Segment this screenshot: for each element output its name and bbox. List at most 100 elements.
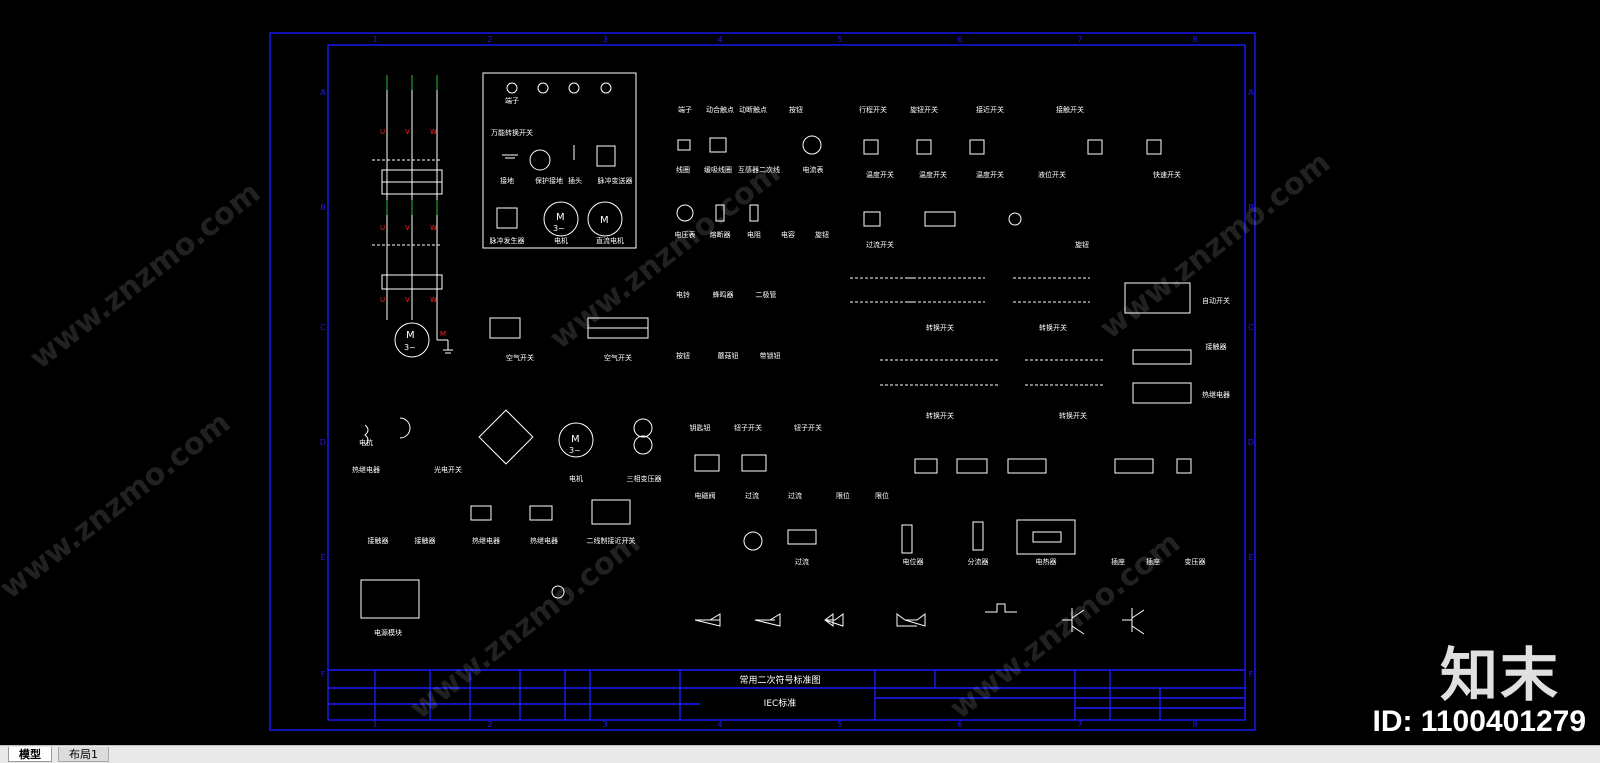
labels-bottom: 电源模块 xyxy=(374,628,402,637)
symbol-label: 电容 xyxy=(781,230,795,239)
frame-col-number: 1 xyxy=(372,35,377,44)
labels-row-9: 过流电位器分流器电热器插座插座变压器 xyxy=(795,557,1206,566)
labels-row-1: 端子动合触点动断触点按钮行程开关旋钮开关接近开关接触开关 xyxy=(678,105,1084,114)
symbol-label: 插座 xyxy=(1146,557,1160,566)
frame-col-number: 3 xyxy=(602,35,607,44)
symbol-label: 液位开关 xyxy=(1038,170,1066,179)
labels-row-7: 电磁阀过流过流限位限位 xyxy=(695,491,890,500)
symbol-label: 电压表 xyxy=(675,230,696,239)
svg-text:U: U xyxy=(380,224,385,232)
layout-tabs-bar: 模型 布局1 xyxy=(0,745,1600,763)
frame-row-letter: B xyxy=(320,203,326,212)
main-motor-label-phase: 3~ xyxy=(404,343,416,352)
tab-layout1[interactable]: 布局1 xyxy=(58,747,109,762)
symbol-label: 过流 xyxy=(795,557,809,566)
symbol-label: 限位 xyxy=(836,491,850,500)
frame-row-letter: F xyxy=(321,670,326,679)
svg-text:U: U xyxy=(380,128,385,136)
lower-motor-phase: 3~ xyxy=(569,446,581,455)
frame-col-number: 6 xyxy=(957,720,962,729)
symbol-label: 电阻 xyxy=(747,230,761,239)
panel-box-label: 插头 xyxy=(568,176,582,185)
panel-dc-motor-m: M xyxy=(600,215,609,226)
symbol-label: 变压器 xyxy=(1185,557,1206,566)
frame-row-letter: A xyxy=(1248,88,1254,97)
symbol-label: 电流表 xyxy=(803,165,824,174)
symbol-label: 热继电器 xyxy=(472,536,500,545)
symbol-label: 蜂鸣器 xyxy=(713,290,734,299)
symbol-label: 转换开关 xyxy=(1039,323,1067,332)
symbol-label: 按钮 xyxy=(676,351,690,360)
symbol-label: 钮子开关 xyxy=(794,423,822,432)
symbol-label: 限位 xyxy=(875,491,889,500)
symbol-label: 接触器 xyxy=(368,536,389,545)
panel-box xyxy=(482,72,637,249)
panel-box-label: 保护接地 xyxy=(535,176,563,185)
symbol-label: 热继电器 xyxy=(1202,390,1230,399)
symbol-label: 端子 xyxy=(678,105,692,114)
labels-left-column: 电抗空气开关空气开关 xyxy=(359,353,632,447)
labels-row-3: 电压表熔断器电阻电容旋钮过流开关旋钮 xyxy=(675,230,1090,249)
symbol-label: 热继电器 xyxy=(352,465,380,474)
symbol-label: 转换开关 xyxy=(926,323,954,332)
symbol-label: 电机 xyxy=(569,474,583,483)
tab-model[interactable]: 模型 xyxy=(8,747,52,762)
symbol-label: 热继电器 xyxy=(530,536,558,545)
symbol-label: 带锁钮 xyxy=(760,351,781,360)
symbol-label: 分流器 xyxy=(968,557,989,566)
symbol-label: 插座 xyxy=(1111,557,1125,566)
frame-col-number: 8 xyxy=(1192,35,1197,44)
panel-box-labels: 端子万能转换开关接地保护接地插头脉冲变送器电机直流电机脉冲发生器 xyxy=(490,96,633,245)
symbol-label: 光电开关 xyxy=(434,465,462,474)
symbol-label: 电源模块 xyxy=(374,628,402,637)
frame-col-number: 3 xyxy=(602,720,607,729)
symbol-label: 接触器 xyxy=(1206,342,1227,351)
symbol-label: 接触器 xyxy=(415,536,436,545)
panel-motor-m: M xyxy=(556,212,565,223)
frame-row-letter: B xyxy=(1248,203,1254,212)
frame-col-number: 2 xyxy=(487,35,492,44)
symbol-label: 电磁阀 xyxy=(695,491,716,500)
frame-row-letter: C xyxy=(1248,323,1254,332)
frame-col-number: 5 xyxy=(837,720,842,729)
symbol-label: 行程开关 xyxy=(859,105,887,114)
labels-row-8: 接触器接触器热继电器热继电器二线制接近开关 xyxy=(368,536,636,545)
diode-row xyxy=(694,603,1145,635)
svg-text:M: M xyxy=(440,330,446,338)
svg-text:W: W xyxy=(430,224,437,232)
symbol-label: 自动开关 xyxy=(1202,296,1230,305)
symbol-label: 温度开关 xyxy=(919,170,947,179)
symbol-label: 旋钮 xyxy=(815,230,829,239)
symbol-label: 空气开关 xyxy=(604,353,632,362)
symbol-label: 缓吸线圈 xyxy=(704,165,732,174)
frame-col-number: 2 xyxy=(487,720,492,729)
frame-col-number: 6 xyxy=(957,35,962,44)
asset-id-label: ID: 1100401279 xyxy=(1372,705,1586,738)
svg-text:W: W xyxy=(430,128,437,136)
switch-rails xyxy=(850,277,1105,386)
title-block-title: 常用二次符号标准图 xyxy=(739,674,820,686)
panel-box-label: 接地 xyxy=(500,176,514,185)
symbol-label: 钮子开关 xyxy=(734,423,762,432)
symbol-label: 接触开关 xyxy=(1056,105,1084,114)
panel-box-label: 万能转换开关 xyxy=(491,128,533,137)
symbol-label: 三相变压器 xyxy=(627,474,662,483)
panel-box-label: 端子 xyxy=(505,96,519,105)
symbol-label: 温度开关 xyxy=(976,170,1004,179)
symbol-label: 温度开关 xyxy=(866,170,894,179)
lower-motor-m: M xyxy=(571,434,580,445)
symbol-label: 线圈 xyxy=(676,165,690,174)
frame-col-number: 8 xyxy=(1192,720,1197,729)
frame-row-letter: C xyxy=(320,323,326,332)
svg-text:U: U xyxy=(380,296,385,304)
symbol-label: 动合触点 xyxy=(706,105,734,114)
frame-col-number: 1 xyxy=(372,720,377,729)
labels-row-4: 电铃蜂鸣器二极管转换开关转换开关自动开关 xyxy=(676,290,1230,332)
symbol-label: 过流 xyxy=(745,491,759,500)
symbol-label: 旋钮 xyxy=(1075,240,1089,249)
panel-box-label: 脉冲变送器 xyxy=(598,176,633,185)
